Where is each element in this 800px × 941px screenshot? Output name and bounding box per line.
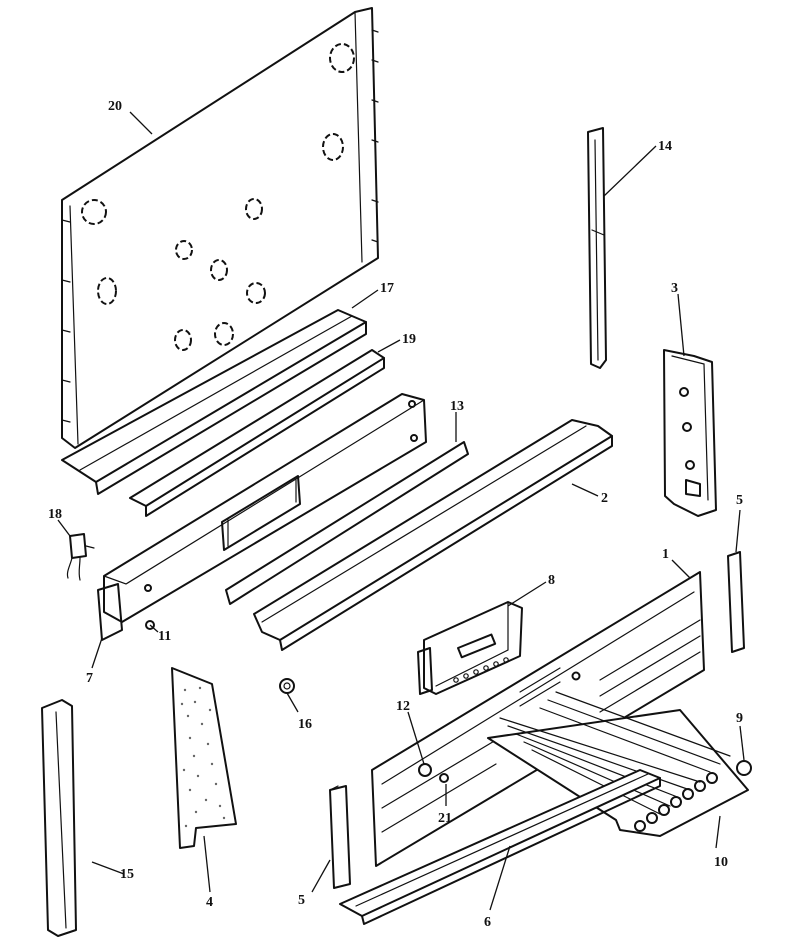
part-5-post-right [727,551,745,653]
part-2-trim [253,419,613,651]
callout-5-left: 5 [298,893,305,908]
part-7-frame [97,393,427,641]
part-15-side-strip [41,699,77,937]
callout-9: 9 [736,711,743,726]
part-8-timer [417,601,523,695]
callout-10: 10 [714,855,728,870]
part-20-back-panel [61,7,379,449]
callout-8: 8 [548,573,555,588]
part-13-insulation [225,441,469,605]
callout-5-right: 5 [736,493,743,508]
callout-21: 21 [438,811,452,826]
part-3-bracket [663,349,717,517]
part-19-rail [129,349,385,517]
part-16-grommet [279,678,295,694]
part-6-bottom-trim [339,769,661,925]
part-1-control-panel [371,571,705,867]
callout-15: 15 [120,867,134,882]
leader-lines [57,111,745,911]
callout-16: 16 [298,717,312,732]
part-14-side-strip [587,127,607,369]
part-17-channel [61,309,367,495]
callout-4: 4 [206,895,213,910]
callout-6: 6 [484,915,491,930]
callout-19: 19 [402,332,416,347]
callout-7: 7 [86,671,93,686]
callout-11: 11 [158,629,171,644]
callout-17: 17 [380,281,394,296]
part-4-side-insulation [171,667,237,849]
part-9-knob [736,760,752,776]
callout-2: 2 [601,491,608,506]
callout-14: 14 [658,139,672,154]
part-10-knob-bracket [487,691,749,837]
callout-1: 1 [662,547,669,562]
callout-3: 3 [671,281,678,296]
part-5-post-left [329,785,351,889]
part-18-switch [66,533,95,581]
callout-labels: 20 14 17 19 3 13 2 18 5 1 8 11 7 16 12 9… [48,99,743,930]
callout-12: 12 [396,699,410,714]
callout-20: 20 [108,99,122,114]
callout-13: 13 [450,399,464,414]
callout-18: 18 [48,507,62,522]
